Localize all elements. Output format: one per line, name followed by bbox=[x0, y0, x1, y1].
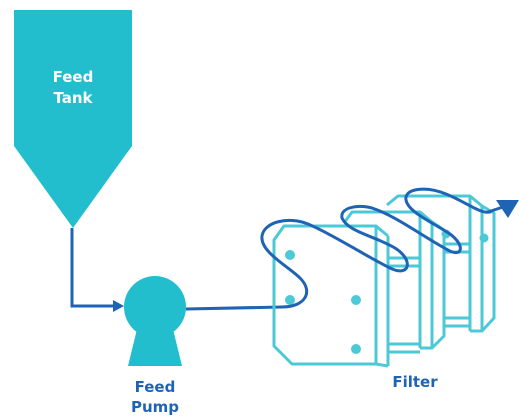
feed-tank-label-line2: Tank bbox=[53, 89, 93, 107]
outlet-arrow-icon bbox=[496, 200, 519, 218]
tank-to-pump-pipe bbox=[70, 228, 124, 312]
pump-icon bbox=[124, 276, 186, 366]
feed-pump-label-line2: Pump bbox=[131, 398, 179, 416]
feed-tank-icon bbox=[14, 10, 132, 228]
pump-to-filter-pipe bbox=[185, 305, 283, 311]
feed-tank-label-line1: Feed bbox=[53, 68, 94, 86]
filter-label: Filter bbox=[392, 373, 438, 391]
feed-pump-label-line1: Feed bbox=[135, 378, 176, 396]
filter-flow-pipe bbox=[260, 187, 504, 309]
filter-press-icon bbox=[272, 194, 496, 368]
